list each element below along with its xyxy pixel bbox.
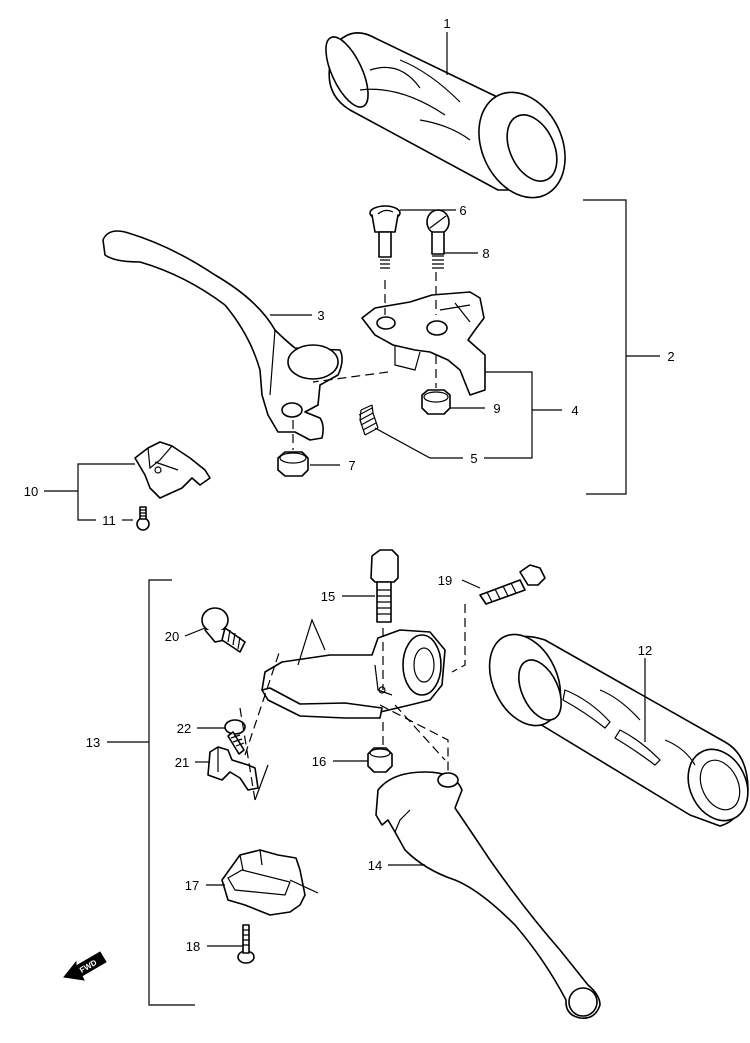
nut-part-16 bbox=[367, 747, 393, 773]
handlebar-grip-part-12 bbox=[488, 633, 749, 827]
callout-19: 19 bbox=[438, 573, 452, 588]
callout-22: 22 bbox=[177, 721, 191, 736]
callout-21: 21 bbox=[175, 755, 189, 770]
screw-part-11 bbox=[136, 506, 150, 531]
callout-9: 9 bbox=[493, 401, 500, 416]
assembly-lines bbox=[239, 272, 466, 801]
callout-1: 1 bbox=[443, 16, 450, 31]
clutch-lever-part-14 bbox=[375, 771, 601, 1020]
bracket-part-21 bbox=[207, 746, 259, 791]
callout-17: 17 bbox=[185, 878, 199, 893]
throttle-grip-part bbox=[325, 32, 566, 199]
callout-20: 20 bbox=[165, 629, 179, 644]
bolt-part-15 bbox=[370, 549, 399, 623]
callout-16: 16 bbox=[312, 754, 326, 769]
brake-lever-part-3 bbox=[102, 230, 343, 441]
callout-4: 4 bbox=[571, 403, 578, 418]
fwd-arrow-icon: FWD bbox=[63, 951, 107, 981]
callout-5: 5 bbox=[470, 451, 477, 466]
pivot-bolt-6 bbox=[369, 205, 401, 269]
brake-switch-part-10 bbox=[134, 441, 211, 499]
callout-12: 12 bbox=[638, 643, 652, 658]
callout-8: 8 bbox=[482, 246, 489, 261]
callout-18: 18 bbox=[186, 939, 200, 954]
callout-13: 13 bbox=[86, 735, 100, 750]
adjuster-part-20 bbox=[201, 607, 246, 653]
callout-11: 11 bbox=[102, 513, 116, 528]
callout-14: 14 bbox=[368, 858, 382, 873]
callout-labels: 1 2 3 4 5 6 7 8 9 10 11 12 13 14 15 16 1… bbox=[24, 16, 675, 954]
callout-10: 10 bbox=[24, 484, 38, 499]
callout-15: 15 bbox=[321, 589, 335, 604]
lever-holder-part-4 bbox=[361, 291, 486, 396]
clutch-switch-part-17 bbox=[221, 849, 319, 916]
callout-3: 3 bbox=[317, 308, 324, 323]
callout-6: 6 bbox=[459, 203, 466, 218]
callout-7: 7 bbox=[348, 458, 355, 473]
callout-2: 2 bbox=[667, 349, 674, 364]
nut-part-9 bbox=[421, 389, 451, 415]
nut-part-7 bbox=[277, 451, 309, 477]
screw-part-22 bbox=[224, 719, 246, 755]
leader-lines bbox=[44, 32, 660, 1006]
bolt-part-19 bbox=[479, 564, 546, 605]
screw-8 bbox=[426, 209, 450, 269]
lever-holder-part-13 bbox=[261, 629, 446, 719]
spring-part-5 bbox=[358, 404, 379, 436]
screw-part-18 bbox=[237, 924, 255, 964]
